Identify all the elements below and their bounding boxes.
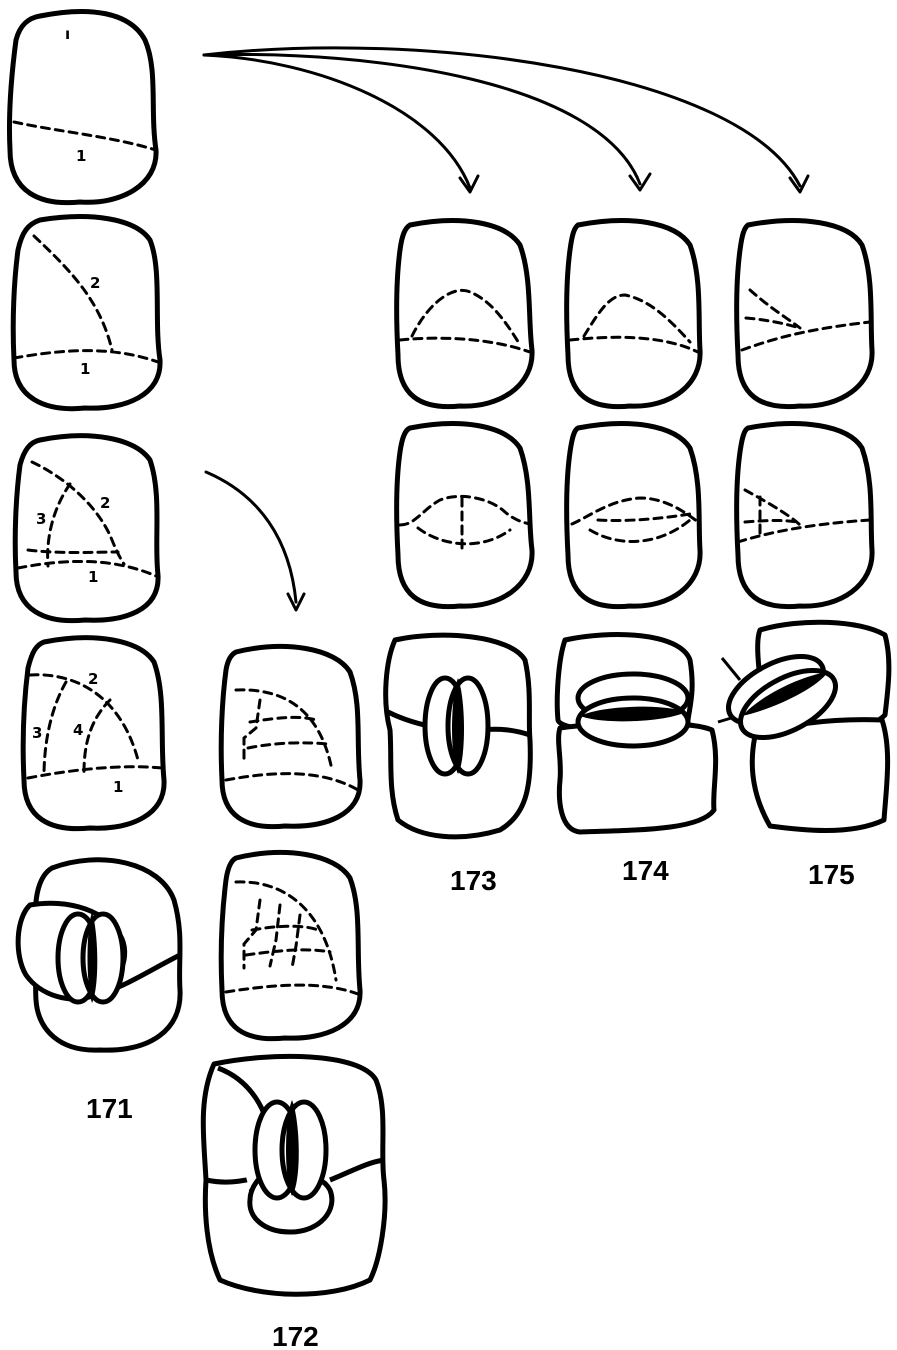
stoma-171: 171	[18, 860, 180, 1124]
stage-175-b-cell	[737, 424, 872, 607]
stoma-174: 174	[557, 635, 715, 886]
wall-label-3: 3	[32, 724, 42, 742]
stoma-172: 172	[203, 1056, 385, 1350]
stage-4-cell: 2 3 4 1	[23, 638, 164, 829]
figure-number-175: 175	[808, 859, 855, 890]
figure-number-174: 174	[622, 855, 669, 886]
stage-172-b-cell	[221, 852, 360, 1038]
stage-174-a-cell	[567, 221, 700, 407]
wall-label-1: 1	[113, 778, 123, 796]
wall-label-2: 2	[90, 274, 100, 292]
wall-label-1: 1	[76, 147, 86, 165]
figure-number-172: 172	[272, 1321, 319, 1350]
stage-174-b-cell	[567, 424, 700, 607]
stoma-175: 175	[718, 622, 889, 890]
wall-label-4: 4	[73, 721, 83, 739]
wall-label-1: 1	[88, 568, 98, 586]
wall-label-3: 3	[36, 510, 46, 528]
stage-3-cell: 2 3 1	[15, 436, 158, 621]
stage-173-b-cell	[397, 424, 532, 607]
figure-number-171: 171	[86, 1093, 133, 1124]
stage-2-cell: 2 1	[13, 217, 160, 409]
stage-172-a-cell	[221, 646, 360, 826]
wall-label-2: 2	[100, 494, 110, 512]
wall-label-mark: ı	[65, 25, 70, 43]
stoma-173: 173	[386, 635, 531, 896]
stage-173-a-cell	[397, 221, 532, 407]
wall-label-1: 1	[80, 360, 90, 378]
wall-label-2: 2	[88, 670, 98, 688]
stage-175-a-cell	[737, 221, 872, 407]
stage-1-cell: 1 ı	[9, 11, 156, 202]
figure-number-173: 173	[450, 865, 497, 896]
